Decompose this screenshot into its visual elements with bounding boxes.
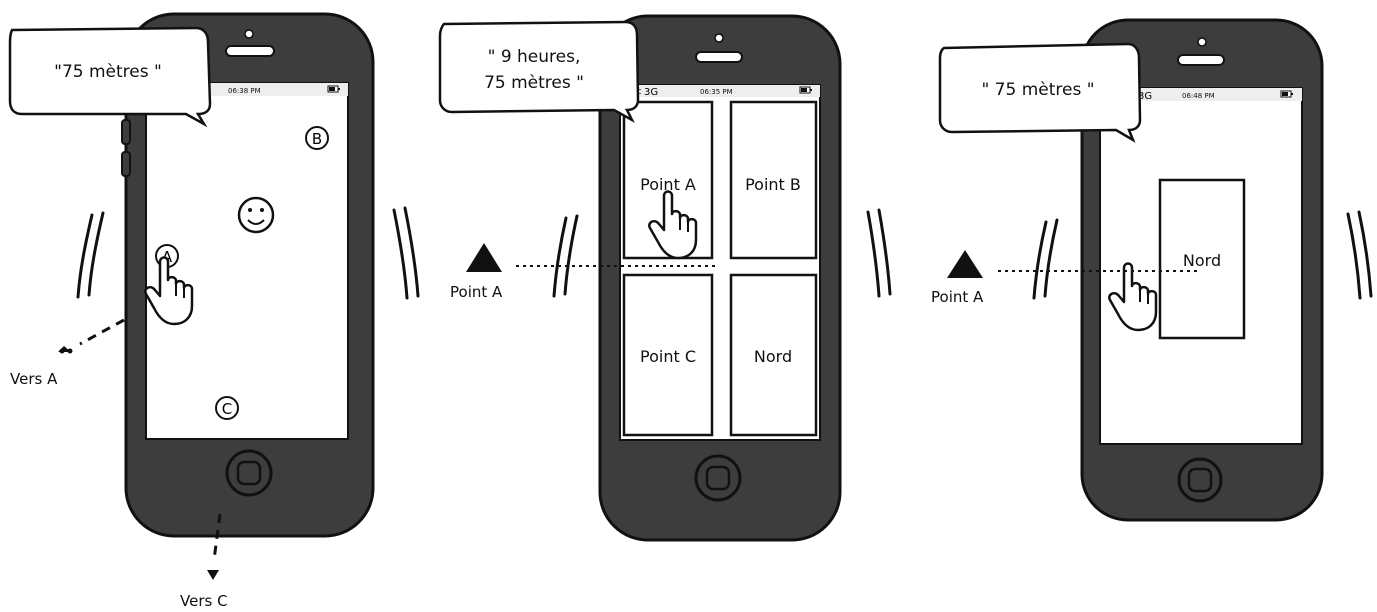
smiley-icon [237, 196, 275, 234]
direction-c-label: Vers C [180, 592, 228, 608]
pointer-point-a: Point A [450, 243, 718, 301]
speaker-icon [1177, 54, 1225, 66]
speech-bubble-3: " 75 mètres " [938, 42, 1142, 143]
panel-1: 06:38 PM B A C [8, 12, 420, 610]
vibration-right-icon [1346, 210, 1373, 300]
battery-icon [327, 85, 341, 93]
phone-3: 3G 06:48 PM Nord [1080, 18, 1324, 522]
triangle-marker-icon [947, 250, 983, 278]
camera-icon [714, 33, 724, 43]
home-button-icon[interactable] [225, 449, 273, 497]
svg-text:A: A [162, 248, 173, 266]
phone-1: 06:38 PM B A C [121, 12, 375, 538]
camera-icon [1197, 37, 1207, 47]
arrow-a-icon [58, 346, 73, 354]
status-time: 06:35 PM [700, 88, 733, 96]
svg-text:" 9 heures,: " 9 heures, [488, 47, 581, 67]
speech-bubble-2: " 9 heures, 75 mètres " [438, 20, 640, 124]
tile-point-c[interactable]: Point C [622, 273, 714, 437]
tile-nord[interactable]: Nord [729, 273, 818, 437]
home-button-icon[interactable] [694, 454, 742, 502]
svg-text:Point A: Point A [640, 175, 696, 194]
status-time: 06:48 PM [1182, 92, 1215, 100]
tile-point-b[interactable]: Point B [729, 100, 818, 260]
speech-bubble-1: "75 mètres " [8, 26, 212, 128]
camera-icon [244, 29, 254, 39]
direction-c: Vers C [180, 513, 228, 610]
status-network: 3G [1138, 91, 1152, 102]
status-time: 06:38 PM [228, 87, 261, 95]
pointer-label: Point A [450, 283, 503, 301]
tile-nord[interactable]: Nord [1158, 178, 1246, 340]
pointer-point-a: Point A [931, 250, 1200, 306]
battery-icon [1280, 90, 1294, 98]
vibration-left-icon [1032, 218, 1059, 300]
pointer-label: Point A [931, 288, 984, 306]
status-network: 3G [644, 87, 658, 98]
svg-text:Point B: Point B [745, 175, 801, 194]
svg-text:B: B [312, 130, 322, 148]
battery-icon [799, 86, 813, 94]
arrow-c-icon [207, 570, 219, 580]
svg-text:"75 mètres ": "75 mètres " [54, 62, 162, 82]
vibration-right-icon [866, 208, 892, 298]
svg-text:75 mètres ": 75 mètres " [484, 73, 584, 93]
panel-3: 3G 06:48 PM Nord " 75 mètres " Point A [931, 18, 1373, 522]
phone-2: ABC 3G 06:35 PM Point A Point B Point C [598, 14, 842, 542]
svg-text:C: C [222, 400, 232, 418]
svg-text:Nord: Nord [1183, 251, 1221, 270]
vibration-left-icon [552, 214, 579, 298]
marker-c[interactable]: C [215, 396, 239, 420]
vibration-left-icon [76, 211, 105, 299]
panel-2: ABC 3G 06:35 PM Point A Point B Point C [438, 14, 892, 542]
svg-text:Nord: Nord [754, 347, 792, 366]
direction-a: Vers A [10, 318, 125, 388]
speaker-icon [225, 45, 275, 57]
speaker-icon [695, 51, 743, 63]
triangle-marker-icon [466, 243, 502, 272]
svg-text:" 75 mètres ": " 75 mètres " [981, 80, 1094, 100]
home-button-icon[interactable] [1177, 457, 1223, 503]
svg-text:Point C: Point C [640, 347, 696, 366]
marker-b[interactable]: B [305, 126, 329, 150]
direction-a-label: Vers A [10, 370, 58, 388]
vibration-right-icon [392, 206, 420, 300]
